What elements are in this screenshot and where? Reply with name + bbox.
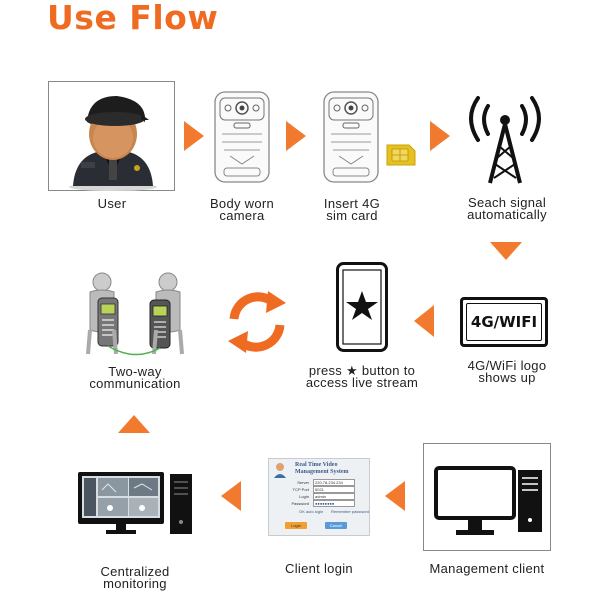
body-camera-icon: [323, 91, 379, 183]
login-field[interactable]: admin: [313, 493, 355, 500]
step-sim-label: Insert 4G sim card: [323, 196, 381, 223]
4g-wifi-badge: 4G/WIFI: [460, 297, 548, 347]
step-login-label: Client login: [285, 561, 353, 576]
arrow-right-icon: [430, 121, 450, 151]
two-way-radio-icon: [86, 272, 184, 356]
arrow-left-icon: [414, 305, 434, 337]
step-press-label: press ★ button to access live stream: [305, 363, 419, 390]
step-camera-label: Body worn camera: [209, 196, 275, 223]
step-logo-label: 4G/WiFi logo shows up: [467, 358, 547, 385]
cancel-button[interactable]: Cancel: [325, 522, 347, 529]
phone-star-icon: [336, 262, 388, 352]
user-avatar-icon: [274, 463, 286, 478]
password-field[interactable]: ●●●●●●●●: [313, 500, 355, 507]
login-button[interactable]: Login: [285, 522, 307, 529]
sim-card-icon: [386, 144, 416, 166]
step-twoway-label: Two-way communication: [89, 364, 181, 391]
monitoring-computer-icon: [78, 472, 192, 534]
port-field[interactable]: 5021: [313, 486, 355, 493]
server-field[interactable]: 220.78.234.234: [313, 479, 355, 486]
login-form-screenshot: Real Time Video Management System Server…: [268, 458, 370, 536]
step-signal-label: Seach signal automatically: [467, 195, 547, 222]
step-user-label: User: [97, 196, 127, 211]
step-central-label: Centralized monitoring: [100, 564, 170, 591]
password-label: Password: [291, 501, 309, 506]
arrow-right-icon: [286, 121, 306, 151]
server-label: Server: [297, 480, 309, 485]
management-client-frame: [423, 443, 551, 551]
page-title: Use Flow: [47, 0, 219, 37]
arrow-up-icon: [118, 415, 150, 433]
refresh-cycle-icon: [228, 291, 286, 353]
login-label: Login: [299, 494, 309, 499]
port-label: TCP Port: [292, 487, 309, 492]
arrow-left-icon: [385, 481, 405, 511]
step-mgmt-label: Management client: [429, 561, 545, 576]
login-heading1: Real Time Video: [295, 462, 338, 468]
arrow-down-icon: [490, 242, 522, 260]
arrow-left-icon: [221, 481, 241, 511]
body-camera-icon: [214, 91, 270, 183]
arrow-right-icon: [184, 121, 204, 151]
user-image-frame: [48, 81, 175, 191]
signal-tower-icon: [469, 96, 541, 184]
login-heading2: Management System: [295, 469, 349, 475]
security-guard-icon: [69, 96, 157, 191]
desktop-computer-icon: [434, 466, 542, 535]
auto-login-checkbox[interactable]: OK auto login: [299, 509, 324, 514]
badge-text: 4G/WIFI: [470, 313, 538, 331]
remember-password-checkbox[interactable]: Remember password: [331, 509, 370, 514]
